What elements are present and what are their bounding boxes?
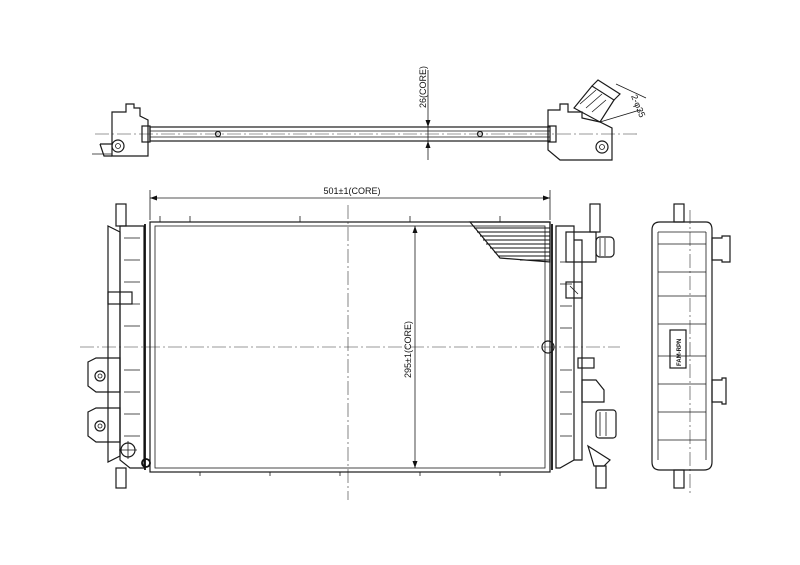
width-label: 501±1(CORE) <box>324 186 381 196</box>
radiator-core <box>149 221 551 473</box>
side-label-plate <box>669 329 687 369</box>
front-view: 501±1(CORE) 295±1(CORE) <box>80 186 620 500</box>
top-right-hatched-area <box>468 221 551 263</box>
left-bracket-upper <box>87 357 121 393</box>
side-outlet-pipe <box>711 377 727 405</box>
top-right-plug <box>595 140 609 154</box>
thickness-label: 26(CORE) <box>418 66 428 108</box>
right-inlet-pipe <box>595 236 615 258</box>
top-right-tank <box>547 103 613 161</box>
right-lower-bracket <box>581 379 605 403</box>
tank-label: FAM-RPN <box>677 339 683 366</box>
left-bracket-lower <box>87 407 121 443</box>
right-bottom-pin <box>595 465 607 489</box>
height-label: 295±1(CORE) <box>403 321 413 378</box>
right-small-nipple <box>577 357 595 369</box>
right-center-plug <box>541 340 555 354</box>
top-view: 2-φ35 26(CORE) <box>92 66 647 161</box>
left-bottom-pin <box>115 467 127 489</box>
right-tank <box>555 225 575 469</box>
left-clip <box>107 291 133 305</box>
pipe-diameter-label: 2-φ35 <box>629 93 647 119</box>
left-top-pin <box>115 203 127 227</box>
right-outlet-pipe <box>595 409 617 439</box>
side-bottom-pin <box>673 469 685 489</box>
top-left-drain <box>111 139 125 153</box>
right-clip <box>565 281 583 299</box>
top-left-tank <box>111 103 149 157</box>
side-view: FAM-RPN <box>651 203 731 495</box>
side-inlet-pipe <box>711 235 731 263</box>
side-top-pin <box>673 203 685 223</box>
top-core-pin <box>476 130 484 138</box>
right-top-pin <box>589 203 601 233</box>
hatch-pattern <box>474 227 550 261</box>
top-core-pin <box>214 130 222 138</box>
side-tank <box>651 221 713 471</box>
right-inlet-neck <box>565 231 597 263</box>
